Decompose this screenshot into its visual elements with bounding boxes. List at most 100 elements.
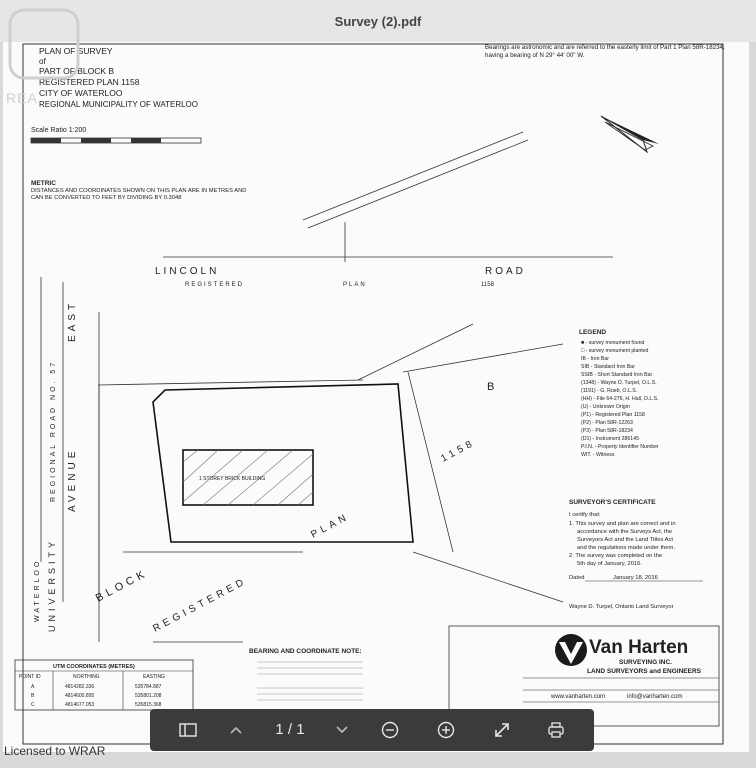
company-title-block: Van Harten SURVEYING INC. LAND SURVEYORS…	[448, 625, 720, 727]
svg-text:SURVEYING INC.: SURVEYING INC.	[619, 659, 672, 666]
svg-text:REGISTERED PLAN 1158: REGISTERED PLAN 1158	[39, 77, 140, 87]
lot-boundary	[152, 383, 414, 543]
chevron-up-icon	[230, 726, 242, 734]
building-label: 1 STOREY BRICK BUILDING	[199, 476, 265, 482]
license-footer: Licensed to WRAR	[4, 744, 106, 758]
document-title: Survey (2).pdf	[334, 14, 422, 29]
svg-text:SSIB - Short Standard Iron Bar: SSIB - Short Standard Iron Bar	[581, 372, 652, 378]
sidebar-toggle-button[interactable]	[172, 709, 204, 751]
pdf-page: PLAN OF SURVEY of PART OF BLOCK B REGIST…	[3, 42, 749, 752]
svg-text:(D1) - Instrument 286145: (D1) - Instrument 286145	[581, 436, 639, 442]
road-label: ROAD	[485, 266, 526, 277]
svg-text:4814600.895: 4814600.895	[65, 693, 94, 699]
scale-ratio: Scale Ratio 1:200	[31, 127, 86, 134]
svg-text:5th day of January, 2016.: 5th day of January, 2016.	[577, 561, 642, 567]
svg-text:SURVEYOR'S CERTIFICATE: SURVEYOR'S CERTIFICATE	[569, 499, 656, 506]
scale-bar	[30, 137, 202, 144]
svg-text:Wayne D. Turpel, Ontario Land: Wayne D. Turpel, Ontario Land Surveyor	[569, 604, 674, 610]
metric-note: DISTANCES AND COORDINATES SHOWN ON THIS …	[31, 188, 247, 201]
svg-text:info@vanharten.com: info@vanharten.com	[627, 694, 682, 700]
svg-text:(P1) - Registered Plan 1158: (P1) - Registered Plan 1158	[581, 412, 645, 418]
bearing-coordinate-title: BEARING AND COORDINATE NOTE:	[249, 648, 362, 655]
svg-text:of: of	[39, 57, 46, 66]
svg-text:January 18, 2016: January 18, 2016	[613, 575, 658, 581]
pdf-viewer-toolbar: 1 / 1	[150, 709, 594, 751]
svg-text:NORTHING: NORTHING	[73, 674, 100, 680]
zoom-in-icon	[437, 721, 455, 738]
previous-page-button[interactable]	[222, 709, 250, 751]
university-label: UNIVERSITY	[47, 538, 57, 632]
block-label: BLOCK	[94, 567, 150, 604]
svg-text:C: C	[31, 702, 35, 708]
svg-text:Dated: Dated	[569, 575, 584, 581]
zoom-out-icon	[381, 721, 399, 738]
plan-1158-top: 1158	[481, 282, 495, 288]
svg-text:UTM COORDINATES (METRES): UTM COORDINATES (METRES)	[53, 664, 135, 670]
company-name: Van Harten	[589, 637, 688, 658]
svg-text:PLAN OF SURVEY: PLAN OF SURVEY	[39, 46, 113, 56]
chevron-down-icon	[336, 726, 348, 733]
page-indicator[interactable]: 1 / 1	[275, 721, 305, 738]
plan-1158-right: 1158	[439, 437, 477, 464]
svg-text:SIB - Standard Iron Bar: SIB - Standard Iron Bar	[581, 364, 635, 370]
plan-label-lower: PLAN	[309, 511, 351, 540]
svg-text:2. The survey was completed on: 2. The survey was completed on the	[569, 553, 662, 559]
svg-text:B: B	[31, 693, 35, 699]
svg-text:IB - Iron Bar: IB - Iron Bar	[581, 356, 609, 362]
svg-text:LAND SURVEYORS and ENGINEERS: LAND SURVEYORS and ENGINEERS	[587, 668, 702, 675]
block-b-letter: B	[487, 381, 494, 393]
legend: LEGEND ■ - survey monument found □ - sur…	[579, 329, 659, 458]
svg-text:(P3) - Plan 58R-18234: (P3) - Plan 58R-18234	[581, 428, 633, 434]
svg-text:4814677.053: 4814677.053	[65, 702, 94, 708]
print-button[interactable]	[542, 709, 570, 751]
svg-text:1. This survey and plan are co: 1. This survey and plan are correct and …	[569, 521, 676, 527]
svg-text:WIT. - Witness: WIT. - Witness	[581, 452, 615, 458]
svg-text:CITY OF WATERLOO: CITY OF WATERLOO	[39, 88, 123, 98]
svg-text:EASTING: EASTING	[143, 674, 165, 680]
svg-text:(U) - Unknown Origin: (U) - Unknown Origin	[581, 404, 630, 410]
registered-label-lower: REGISTERED	[151, 576, 249, 635]
printer-icon	[548, 722, 564, 738]
zoom-out-button[interactable]	[376, 709, 404, 751]
svg-text:REGIONAL MUNICIPALITY OF WATER: REGIONAL MUNICIPALITY OF WATERLOO	[39, 100, 198, 109]
lincoln-label: LINCOLN	[155, 266, 219, 277]
svg-text:accordance with the Surveys Ac: accordance with the Surveys Act, the	[577, 529, 672, 535]
svg-text:□ - survey monument planted: □ - survey monument planted	[581, 348, 649, 354]
svg-text:I certify that:: I certify that:	[569, 512, 601, 518]
surveyor-certificate: SURVEYOR'S CERTIFICATE I certify that: 1…	[569, 499, 703, 610]
avenue-label: AVENUE	[67, 448, 78, 512]
svg-text:(1348) - Wayne D. Turpel, O.L.: (1348) - Wayne D. Turpel, O.L.S.	[581, 380, 657, 386]
svg-text:POINT ID: POINT ID	[19, 674, 41, 680]
building-footprint	[182, 449, 314, 506]
svg-text:535815.368: 535815.368	[135, 702, 162, 708]
plan-label-top: PLAN	[343, 282, 367, 288]
zoom-in-button[interactable]	[432, 709, 460, 751]
svg-text:4814282.336: 4814282.336	[65, 684, 94, 690]
fullscreen-button[interactable]	[488, 709, 516, 751]
svg-text:■ - survey monument found: ■ - survey monument found	[581, 340, 645, 346]
next-page-button[interactable]	[328, 709, 356, 751]
svg-text:(P2) - Plan 58R-12263: (P2) - Plan 58R-12263	[581, 420, 633, 426]
bearing-note: Bearings are astronomic and are referred…	[485, 44, 725, 59]
svg-text:and the regulations made under: and the regulations made under them.	[577, 545, 675, 551]
expand-icon	[495, 722, 509, 737]
east-label: EAST	[67, 300, 78, 342]
svg-text:(HH) - File 64-276, H. Hall, O: (HH) - File 64-276, H. Hall, O.L.S.	[581, 396, 659, 402]
utm-table: UTM COORDINATES (METRES) POINT ID NORTHI…	[14, 659, 194, 711]
sidebar-icon	[179, 723, 197, 737]
legend-title: LEGEND	[579, 329, 606, 336]
svg-text:(1191) - G. Rueb, O.L.S.: (1191) - G. Rueb, O.L.S.	[581, 388, 637, 394]
brokerage-watermark: REA	[6, 90, 38, 106]
svg-text:A: A	[31, 684, 35, 690]
svg-text:535801.208: 535801.208	[135, 693, 162, 699]
metric-title: METRIC	[31, 180, 56, 187]
svg-text:P.I.N. - Property Identifier N: P.I.N. - Property Identifier Number	[581, 444, 659, 450]
north-arrow	[600, 115, 659, 154]
regional-road-label: REGIONAL ROAD NO. 57	[50, 360, 57, 502]
svg-text:Surveyors Act and the Land Tit: Surveyors Act and the Land Titles Act	[577, 537, 673, 543]
waterloo-label: WATERLOO	[34, 559, 41, 622]
svg-text:535784.887: 535784.887	[135, 684, 162, 690]
svg-text:www.vanharten.com: www.vanharten.com	[550, 694, 605, 700]
survey-drawing: PLAN OF SURVEY of PART OF BLOCK B REGIST…	[14, 43, 725, 745]
pdf-title-bar: Survey (2).pdf	[0, 0, 756, 42]
